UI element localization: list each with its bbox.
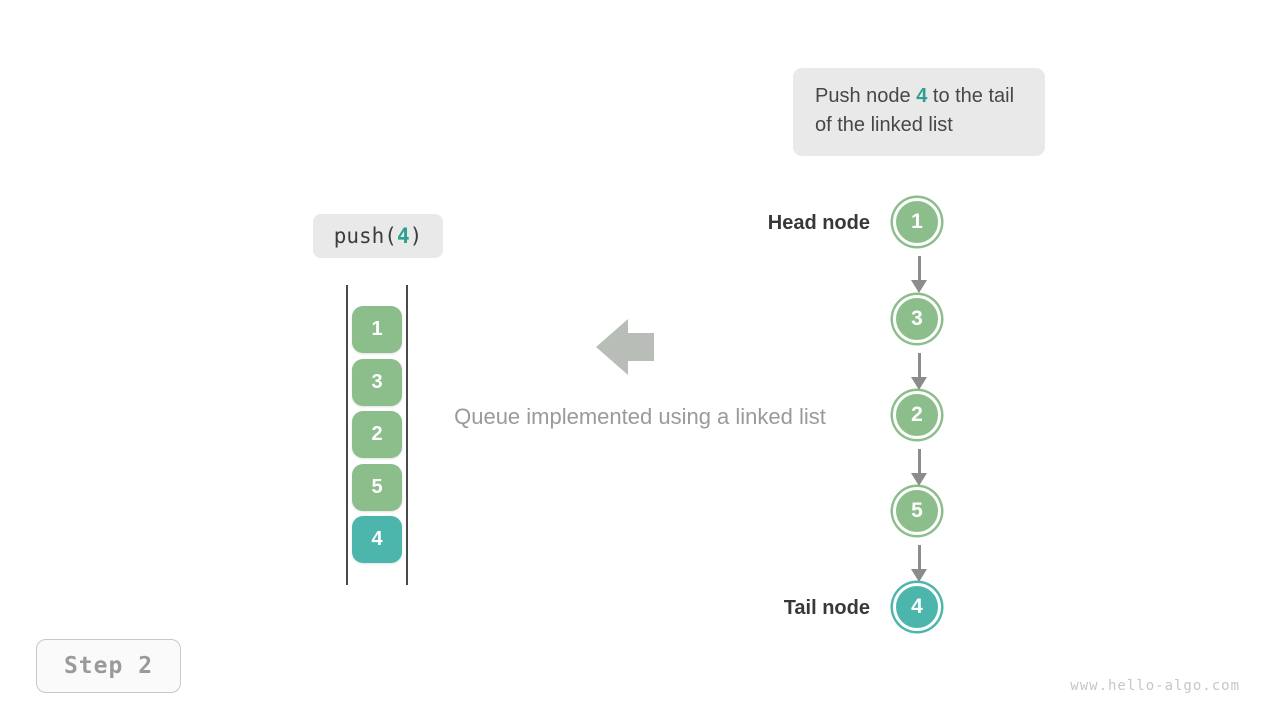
callout-push-node: Push node 4 to the tail of the linked li… [793, 68, 1045, 156]
link-arrow-line [918, 353, 921, 378]
operation-fn: push( [333, 224, 397, 248]
link-arrow-line [918, 256, 921, 281]
callout-highlight-value: 4 [916, 85, 928, 107]
queue-cell: 2 [352, 411, 402, 458]
queue-rail-right [406, 285, 408, 585]
diagram-caption: Queue implemented using a linked list [454, 404, 826, 429]
linked-list-node: 1 [893, 198, 941, 246]
callout-text-part1: Push node [815, 85, 917, 107]
watermark: www.hello-algo.com [1070, 678, 1240, 694]
operation-close: ) [409, 224, 423, 248]
link-arrow-line [918, 545, 921, 570]
head-node-label: Head node [767, 212, 870, 234]
linked-list-node: 3 [893, 295, 941, 343]
down-arrow-icon [911, 473, 927, 486]
tail-node-label: Tail node [783, 597, 870, 619]
operation-arg: 4 [396, 224, 410, 248]
operation-label: push(4) [313, 214, 443, 258]
queue-cell: 3 [352, 359, 402, 406]
left-block-arrow-tail [628, 333, 654, 361]
linked-list-node: 5 [893, 487, 941, 535]
linked-list-node: 4 [893, 583, 941, 631]
callout-text-part2: to the tail of the linked list [815, 85, 1015, 136]
linked-list-node: 2 [893, 391, 941, 439]
down-arrow-icon [911, 377, 927, 390]
down-arrow-icon [911, 569, 927, 582]
queue-rail-left [346, 285, 348, 585]
left-block-arrow-icon [596, 319, 628, 375]
queue-cell: 5 [352, 464, 402, 511]
queue-cell: 4 [352, 516, 402, 563]
down-arrow-icon [911, 280, 927, 293]
link-arrow-line [918, 449, 921, 474]
queue-cell: 1 [352, 306, 402, 353]
step-badge: Step 2 [36, 639, 181, 693]
